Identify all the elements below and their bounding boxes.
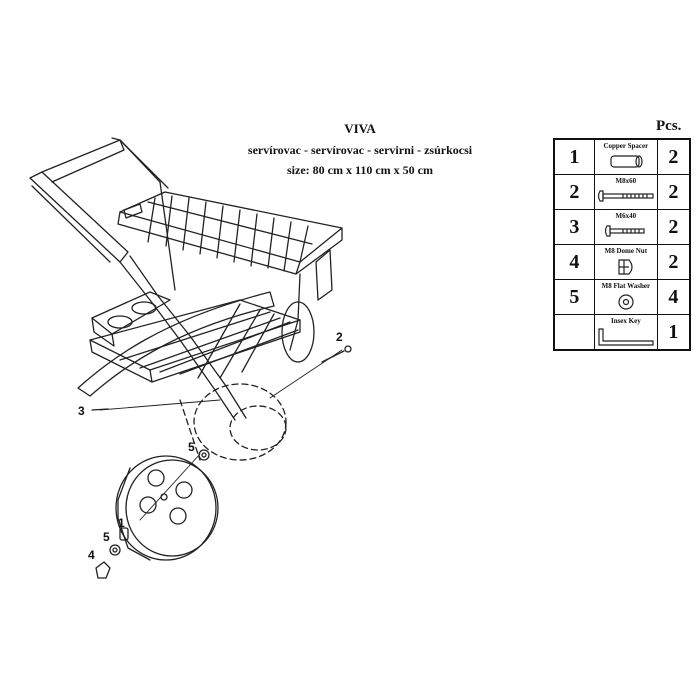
bolt-3 bbox=[91, 408, 109, 411]
product-title: VIVA bbox=[344, 121, 376, 136]
dome-nut-icon bbox=[618, 259, 633, 275]
part-cell: M6x40 bbox=[593, 209, 658, 245]
part-cell: Insex Key bbox=[593, 314, 658, 351]
part-qty: 4 bbox=[656, 279, 691, 315]
top-shelf bbox=[117, 191, 343, 301]
part-number: 4 bbox=[553, 244, 595, 280]
bottle-holder bbox=[91, 291, 171, 347]
dashed-wheel bbox=[179, 383, 287, 461]
product-subtitle: servírovac - servírovac - servirni - zsú… bbox=[247, 143, 473, 157]
part-number bbox=[553, 314, 595, 351]
washer-5-upper bbox=[198, 449, 210, 461]
axle-parts bbox=[95, 527, 129, 579]
wheel bbox=[115, 455, 219, 561]
bolt-icon bbox=[604, 225, 645, 237]
product-size: size: 80 cm x 110 cm x 50 cm bbox=[287, 163, 433, 177]
callout-5-lower: 5 bbox=[103, 530, 110, 544]
curved-leg bbox=[77, 291, 275, 397]
part-cell: M8 Dome Nut bbox=[593, 244, 658, 280]
part-name: M8x60 bbox=[615, 177, 637, 185]
part-name: M8 Dome Nut bbox=[604, 247, 648, 255]
parts-row: 1 Copper Spacer 2 bbox=[553, 138, 691, 175]
parts-row: 3 M6x40 2 bbox=[553, 209, 691, 245]
title-block: VIVA servírovac - servírovac - servirni … bbox=[180, 118, 540, 180]
callout-5-upper: 5 bbox=[188, 440, 195, 454]
part-name: Copper Spacer bbox=[603, 142, 649, 150]
callout-3: 3 bbox=[78, 404, 85, 418]
parts-row: 5 M8 Flat Washer 4 bbox=[553, 279, 691, 315]
part-number: 2 bbox=[553, 174, 595, 210]
callout-1: 1 bbox=[118, 516, 125, 530]
part-cell: M8 Flat Washer bbox=[593, 279, 658, 315]
part-number: 5 bbox=[553, 279, 595, 315]
parts-row: 4 M8 Dome Nut 2 bbox=[553, 244, 691, 280]
handle-frame bbox=[29, 137, 169, 263]
part-number: 3 bbox=[553, 209, 595, 245]
part-name: M8 Flat Washer bbox=[601, 282, 651, 290]
lower-shelf bbox=[89, 299, 315, 383]
part-number: 1 bbox=[553, 138, 595, 175]
spacer-icon bbox=[610, 155, 643, 168]
bolt-2 bbox=[321, 345, 352, 363]
part-qty: 2 bbox=[656, 244, 691, 280]
part-cell: M8x60 bbox=[593, 174, 658, 210]
part-name: M6x40 bbox=[615, 212, 637, 220]
washer-icon bbox=[618, 294, 634, 310]
qty-header: Pcs. bbox=[656, 118, 682, 134]
part-qty: 2 bbox=[656, 138, 691, 175]
bolt-icon bbox=[597, 190, 654, 202]
part-qty: 1 bbox=[656, 314, 691, 351]
parts-row: Insex Key 1 bbox=[553, 314, 691, 351]
callout-2: 2 bbox=[336, 330, 343, 344]
part-name: Insex Key bbox=[610, 317, 641, 325]
part-qty: 2 bbox=[656, 174, 691, 210]
part-qty: 2 bbox=[656, 209, 691, 245]
parts-table: 1 Copper Spacer 2 2 M8x60 2 3 M6x40 bbox=[553, 138, 691, 351]
callout-4: 4 bbox=[88, 548, 95, 562]
part-cell: Copper Spacer bbox=[593, 138, 658, 175]
parts-row: 2 M8x60 2 bbox=[553, 174, 691, 210]
allen-key-icon bbox=[598, 328, 654, 346]
